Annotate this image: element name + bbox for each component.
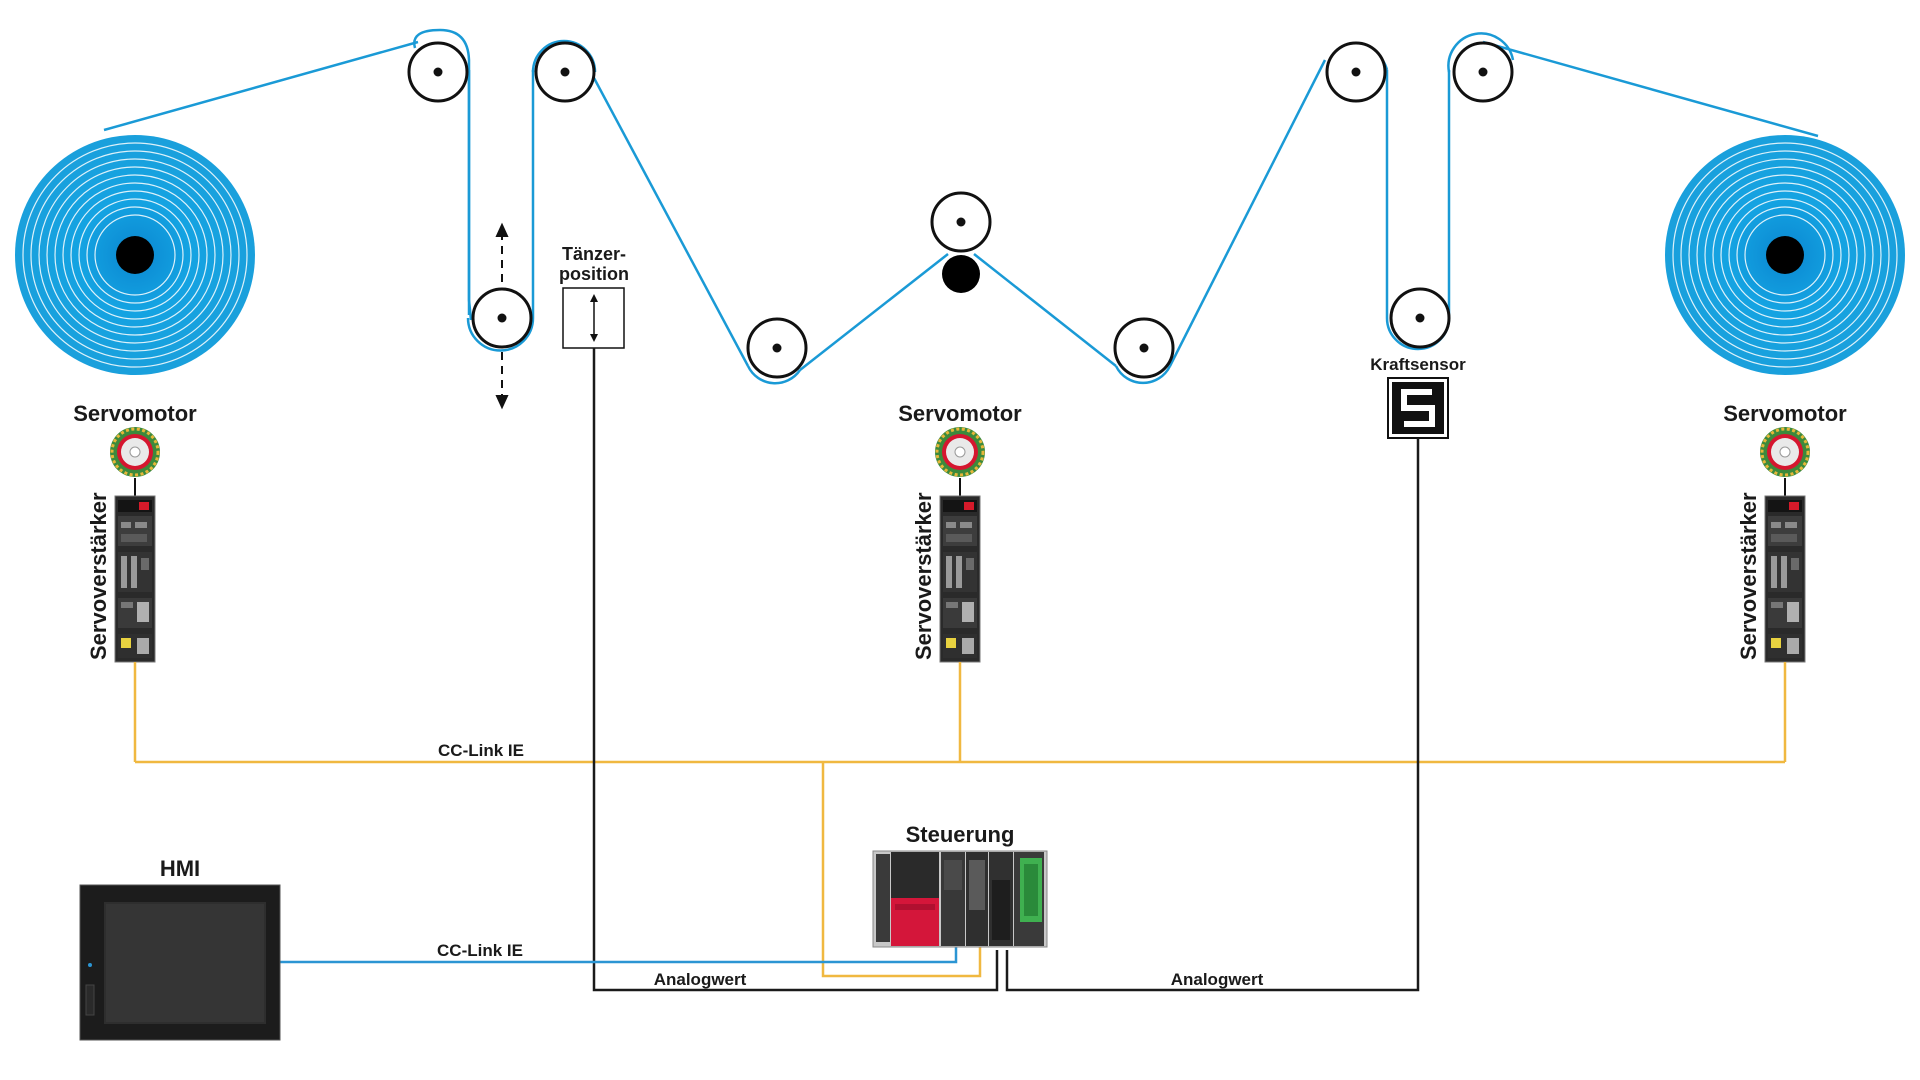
servo-amplifier-left	[114, 495, 156, 663]
servomotor-left-label: Servomotor	[73, 401, 197, 426]
taenzer-label-line2: position	[559, 264, 629, 284]
dancer-motion-arrow	[495, 222, 509, 410]
hmi-cclink-line	[280, 928, 958, 964]
servoverstaerker-right-label: Servoverstärker	[1736, 492, 1761, 660]
analogwert-left-label: Analogwert	[654, 970, 747, 989]
plc-controller	[872, 850, 1048, 948]
guide-roller-2	[534, 41, 596, 103]
servo-amplifier-center	[939, 495, 981, 663]
nip-roller-drive	[942, 255, 980, 293]
nip-roller-top	[930, 191, 992, 253]
kraftsensor-label: Kraftsensor	[1370, 355, 1466, 374]
guide-roller-1	[407, 41, 469, 103]
tension-roller	[1389, 287, 1451, 349]
hmi-label: HMI	[160, 856, 200, 881]
cclink-bottom-label: CC-Link IE	[437, 941, 523, 960]
guide-roller-4	[1113, 317, 1175, 379]
servomotor-right-icon	[1758, 425, 1812, 479]
servoverstaerker-left-label: Servoverstärker	[86, 492, 111, 660]
servomotor-center-label: Servomotor	[898, 401, 1022, 426]
unwind-reel	[15, 135, 255, 375]
dancer-roller	[471, 287, 533, 349]
servomotor-center-icon	[933, 425, 987, 479]
cclink-ie-network	[133, 662, 1787, 978]
servoverstaerker-center-label: Servoverstärker	[911, 492, 936, 660]
cclink-top-label: CC-Link IE	[438, 741, 524, 760]
analogwert-right-label: Analogwert	[1171, 970, 1264, 989]
force-sensor-icon	[1387, 377, 1449, 439]
rewind-reel	[1665, 135, 1905, 375]
analog-signal-lines	[592, 348, 1420, 992]
steuerung-label: Steuerung	[906, 822, 1015, 847]
servomotor-left-icon	[108, 425, 162, 479]
hmi-panel	[79, 884, 281, 1041]
taenzer-label-line1: Tänzer-	[562, 244, 626, 264]
servo-amplifier-right	[1764, 495, 1806, 663]
guide-roller-6	[1452, 41, 1514, 103]
dancer-position-sensor	[562, 287, 625, 349]
servomotor-right-label: Servomotor	[1723, 401, 1847, 426]
guide-roller-5	[1325, 41, 1387, 103]
guide-roller-3	[746, 317, 808, 379]
